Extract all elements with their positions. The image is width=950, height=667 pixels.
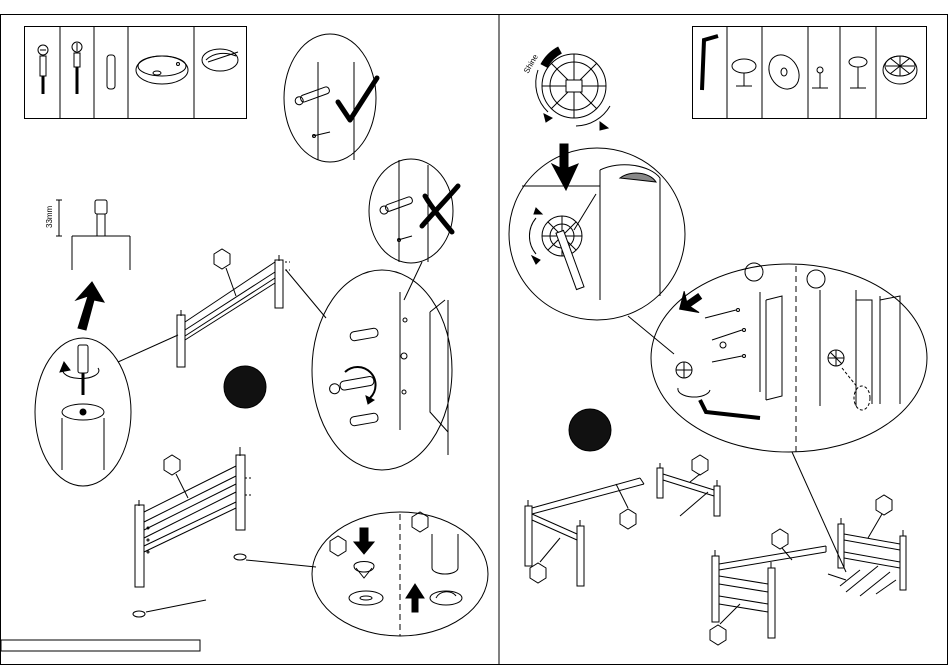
bolt-into-leg-callout bbox=[35, 338, 131, 486]
page-frame bbox=[1, 15, 948, 665]
part-hexagon-label bbox=[530, 563, 546, 583]
wrong-assembly-callout bbox=[369, 159, 458, 263]
dimension-label: 33mm bbox=[45, 205, 54, 228]
step-marker-dot bbox=[569, 409, 611, 451]
dowel-insert-callout bbox=[312, 270, 452, 470]
leader-line bbox=[628, 316, 674, 354]
part-hexagon-label bbox=[330, 536, 346, 556]
right-page: Shine bbox=[509, 27, 927, 646]
bolt-long-icon bbox=[38, 45, 48, 94]
down-arrow-icon bbox=[354, 528, 374, 554]
step-marker-dot bbox=[224, 366, 266, 408]
disc-pad-icon bbox=[763, 49, 805, 94]
foot-cap-callout bbox=[312, 512, 488, 636]
allen-key-icon bbox=[700, 400, 760, 418]
bed-end-frame bbox=[133, 447, 316, 617]
up-right-arrow-icon bbox=[673, 285, 708, 320]
left-parts-box bbox=[25, 27, 247, 119]
allen-key-icon bbox=[702, 36, 718, 90]
part-hexagon-label bbox=[164, 455, 180, 475]
leader-line bbox=[792, 452, 846, 572]
leveler-foot-icon bbox=[732, 59, 756, 86]
part-hexagon-label bbox=[772, 529, 788, 549]
bolt-dimension-detail: 33mm bbox=[45, 200, 130, 270]
bed-side-frame-left bbox=[525, 455, 720, 586]
check-icon bbox=[338, 78, 377, 120]
part-hexagon-label bbox=[620, 509, 636, 529]
round-disc-icon bbox=[202, 49, 238, 71]
dowel-icon bbox=[107, 55, 115, 89]
bed-end-frame-right bbox=[710, 495, 906, 645]
part-hexagon-label bbox=[214, 249, 230, 269]
leader-line bbox=[286, 270, 326, 318]
leader-line bbox=[404, 262, 422, 300]
cam-assembly-callout bbox=[651, 263, 927, 452]
stem-screw-icon bbox=[849, 57, 867, 88]
small-screw-icon bbox=[812, 67, 828, 88]
correct-assembly-callout bbox=[284, 34, 377, 162]
bolt-short-icon bbox=[72, 42, 82, 94]
part-hexagon-label bbox=[876, 495, 892, 515]
footer-bar bbox=[1, 640, 200, 651]
part-hexagon-label bbox=[692, 455, 708, 475]
cam-lock-icon bbox=[883, 56, 917, 84]
round-cover-cap-icon bbox=[136, 56, 188, 84]
part-hexagon-label bbox=[412, 512, 428, 532]
part-hexagon-label bbox=[710, 625, 726, 645]
up-arrow-icon bbox=[76, 282, 104, 330]
cam-lock-panel-callout bbox=[509, 148, 685, 320]
headboard-frame-top bbox=[177, 249, 290, 367]
leader-line bbox=[118, 335, 178, 362]
up-arrow-icon bbox=[406, 584, 424, 612]
right-parts-box bbox=[693, 27, 927, 119]
left-page: 33mm bbox=[1, 27, 488, 652]
cam-lock-rotation-diagram: Shine bbox=[522, 50, 610, 130]
